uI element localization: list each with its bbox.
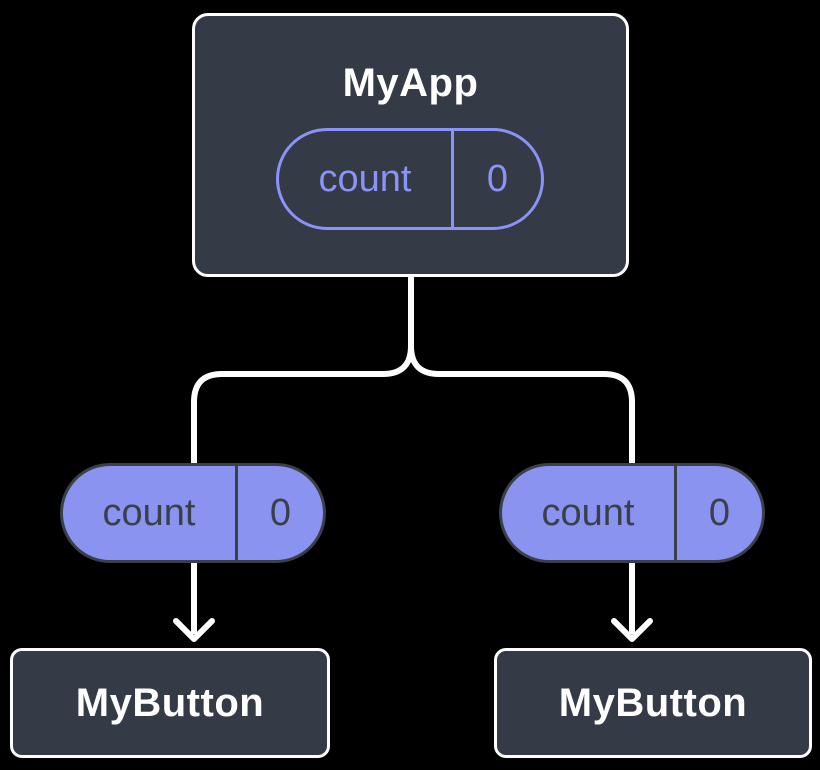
prop-label: count: [541, 491, 635, 534]
state-value: 0: [486, 157, 509, 200]
state-pill-myapp: count 0: [276, 128, 544, 230]
state-label: count: [318, 157, 412, 200]
arrow-down-icon: [611, 618, 653, 642]
connector-right-branch: [408, 275, 635, 465]
arrow-down-icon: [173, 618, 215, 642]
node-title: MyButton: [558, 680, 748, 725]
prop-label: count: [102, 491, 196, 534]
node-title: MyApp: [342, 61, 479, 105]
node-myapp: MyApp: [192, 13, 629, 277]
pill-divider: [451, 131, 454, 227]
node-mybutton-right: MyButton: [494, 648, 812, 758]
prop-value: 0: [708, 491, 731, 534]
node-mybutton-left: MyButton: [10, 648, 330, 758]
prop-value: 0: [269, 491, 292, 534]
prop-pill-left: count 0: [60, 463, 326, 563]
pill-divider: [235, 466, 238, 560]
node-title: MyButton: [75, 680, 265, 725]
prop-pill-right: count 0: [499, 463, 765, 563]
connector-left-branch: [191, 275, 414, 465]
pill-divider: [674, 466, 677, 560]
